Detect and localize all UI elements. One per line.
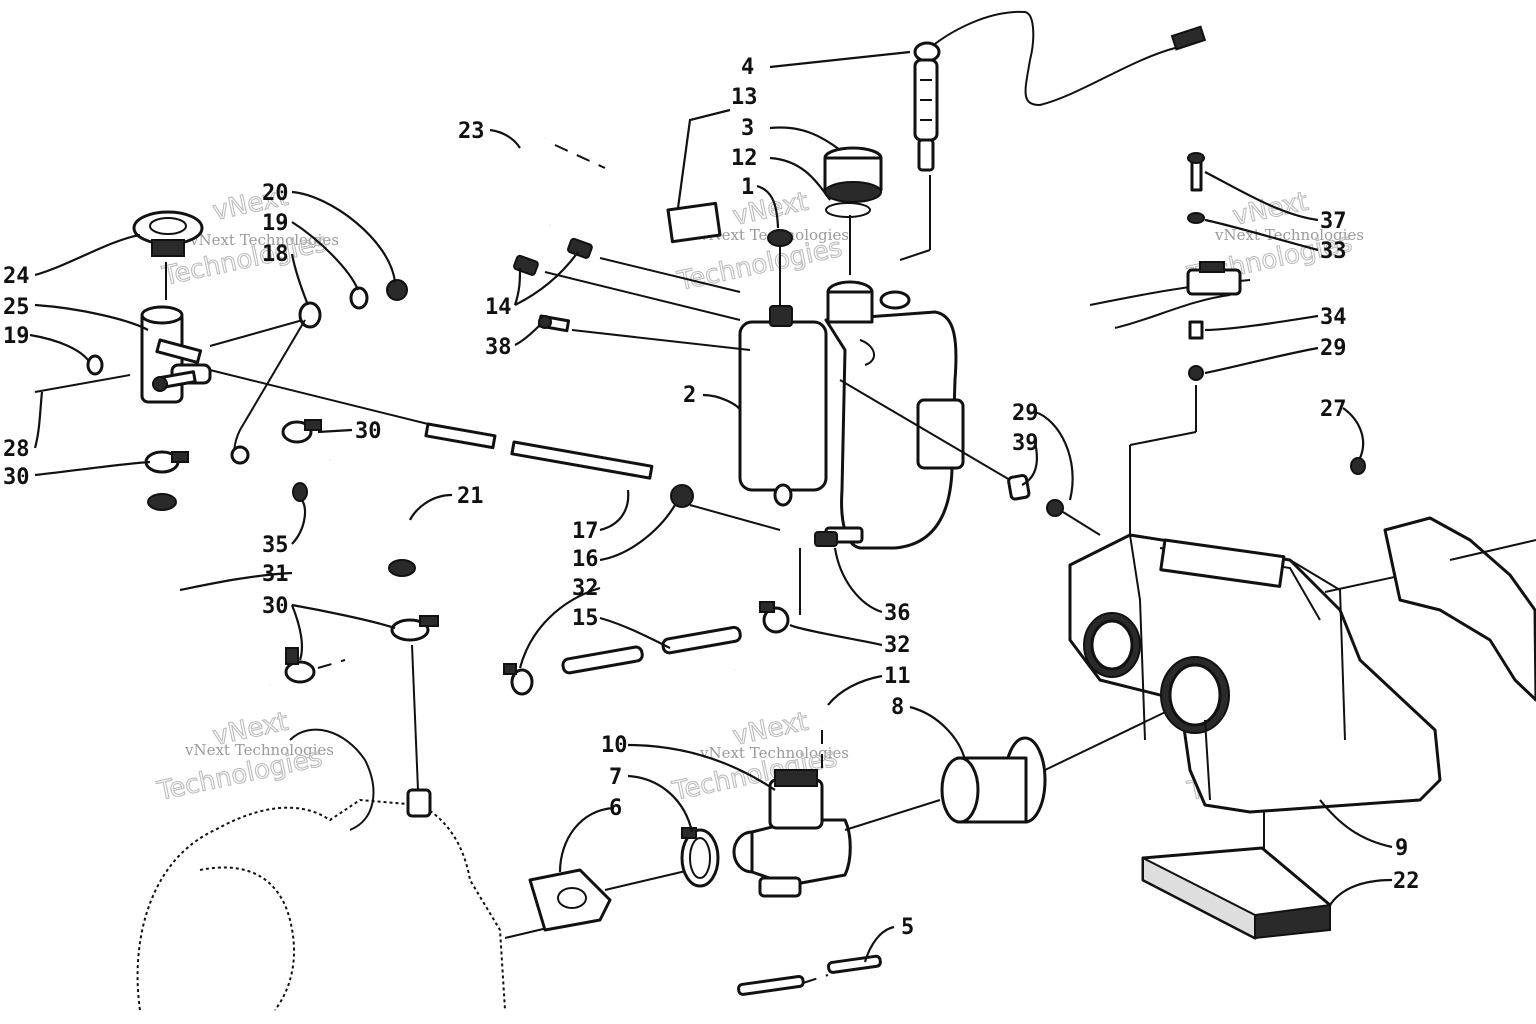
breather-hose — [519, 136, 606, 227]
callout-32b: 32 — [884, 633, 911, 658]
oil-tank-cap — [823, 146, 883, 275]
callout-33: 33 — [1320, 239, 1347, 264]
nut-20 — [386, 279, 408, 301]
callout-2: 2 — [683, 383, 696, 408]
silencer-bracket — [1383, 516, 1536, 702]
clamp-32a — [503, 663, 534, 696]
callout-1: 1 — [741, 175, 754, 200]
washer-19 — [349, 286, 369, 310]
callout-20: 20 — [262, 181, 289, 206]
callout-34: 34 — [1320, 305, 1347, 330]
spacer-39 — [839, 379, 1101, 536]
air-silencer — [1068, 533, 1451, 880]
clamp-30d — [390, 615, 439, 791]
callout-27: 27 — [1320, 397, 1347, 422]
callout-10: 10 — [601, 733, 628, 758]
callout-15: 15 — [572, 606, 599, 631]
callout-9: 9 — [1395, 836, 1408, 861]
bolt-28 — [34, 370, 197, 393]
callout-36: 36 — [884, 601, 911, 626]
svg-text:vNext Technologies: vNext Technologies — [184, 741, 334, 759]
leader-lines — [29, 50, 1393, 963]
callout-28: 28 — [3, 437, 30, 462]
washer-19b — [86, 354, 104, 376]
callout-31: 31 — [262, 562, 289, 587]
svg-text:vNext Technologies: vNext Technologies — [1214, 226, 1364, 244]
bracket-18 — [230, 301, 322, 465]
engine-outline — [136, 728, 561, 1011]
callout-5: 5 — [901, 915, 914, 940]
pipe-5 — [737, 954, 882, 996]
switch-mount — [1089, 152, 1251, 570]
svg-text:vNext Technologies: vNext Technologies — [699, 744, 849, 762]
watermark-bottom-left: vNext vNext Technologies Technologies — [154, 706, 334, 807]
callout-30a: 30 — [3, 465, 30, 490]
callout-37: 37 — [1320, 209, 1347, 234]
callout-21: 21 — [457, 484, 484, 509]
callout-35: 35 — [262, 533, 289, 558]
callout-39: 39 — [1012, 431, 1039, 456]
callout-22: 22 — [1393, 869, 1420, 894]
svg-text:vNext Technologies: vNext Technologies — [189, 231, 339, 249]
filter-pad — [1141, 846, 1332, 940]
callout-8: 8 — [891, 695, 904, 720]
clamp-32b — [759, 548, 801, 634]
callout-30c: 30 — [262, 594, 289, 619]
callout-12: 12 — [731, 146, 758, 171]
callout-29a: 29 — [1320, 336, 1347, 361]
clamp-7 — [680, 827, 720, 888]
callout-29b: 29 — [1012, 401, 1039, 426]
callout-3: 3 — [741, 116, 754, 141]
callout-19b: 19 — [3, 324, 30, 349]
callout-18: 18 — [262, 242, 289, 267]
clamp-30b — [144, 450, 189, 474]
intake-flange — [528, 868, 691, 932]
callout-25: 25 — [3, 295, 30, 320]
callout-6: 6 — [609, 796, 622, 821]
callout-30b: 30 — [355, 419, 382, 444]
clamp-30a — [281, 419, 322, 444]
callout-16: 16 — [572, 547, 599, 572]
washer-35 — [292, 482, 308, 502]
sensor-cable — [899, 10, 1207, 261]
air-intake-boot — [940, 704, 1181, 824]
callout-13: 13 — [731, 85, 758, 110]
hose-31 — [161, 500, 271, 698]
callout-4: 4 — [741, 55, 754, 80]
callout-numbers: 4 13 3 12 1 23 20 19 18 24 25 19 28 30 3… — [3, 55, 1420, 940]
callout-17: 17 — [572, 519, 599, 544]
callout-24: 24 — [3, 264, 30, 289]
oil-tank — [738, 280, 965, 550]
callout-11: 11 — [884, 664, 911, 689]
radiator-cap — [132, 210, 204, 300]
carburetor — [732, 769, 941, 898]
fitting-36 — [814, 531, 838, 547]
decal — [666, 201, 722, 244]
clamp-30c — [284, 647, 346, 684]
callout-7: 7 — [609, 765, 622, 790]
rod-17 — [209, 369, 781, 531]
callout-23: 23 — [458, 119, 485, 144]
watermark-top-center: vNext vNext Technologies Technologies — [674, 186, 849, 297]
nut-16 — [670, 484, 694, 508]
grommet — [767, 229, 793, 305]
fitting-14 — [513, 237, 741, 321]
callout-19: 19 — [262, 211, 289, 236]
callout-32a: 32 — [572, 576, 599, 601]
callout-38: 38 — [485, 335, 512, 360]
screw-38 — [537, 314, 751, 351]
pipes-15 — [561, 625, 742, 675]
screw-27 — [1350, 457, 1366, 475]
callout-14: 14 — [485, 295, 512, 320]
